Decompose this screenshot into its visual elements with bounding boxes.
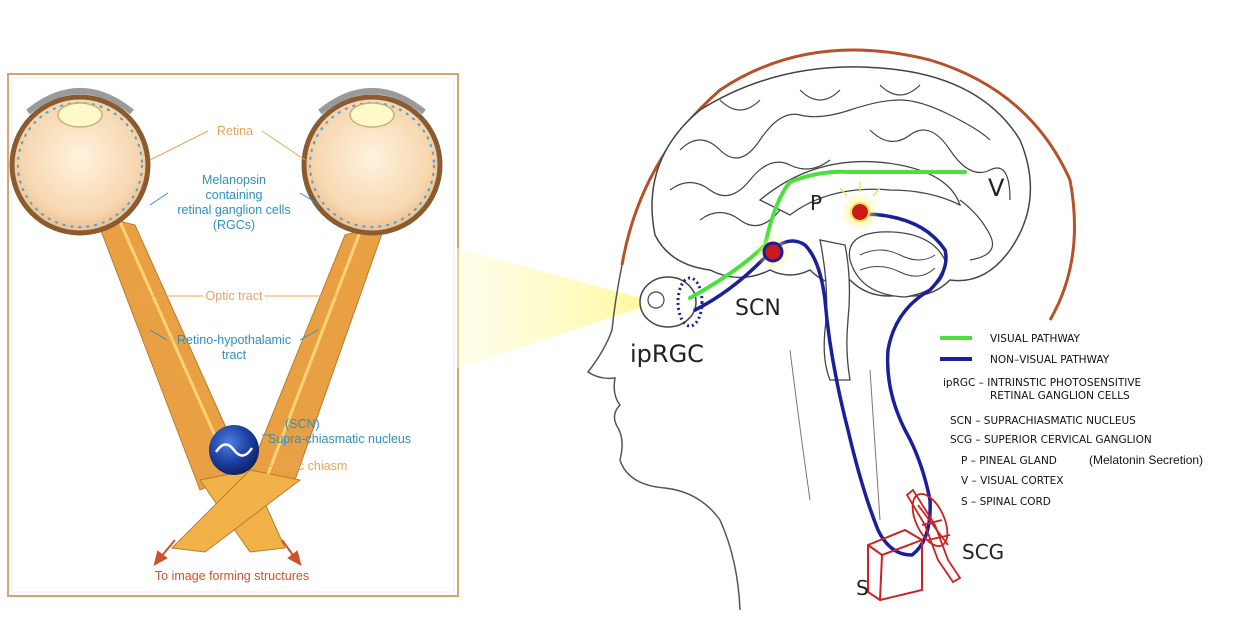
legend-scn-label: SCN – SUPRACHIASMATIC NUCLEUS: [950, 415, 1136, 427]
scn-dot: [764, 243, 782, 261]
head-eye: [640, 277, 702, 327]
legend-v-label: V – VISUAL CORTEX: [961, 475, 1063, 487]
light-beam: [457, 248, 640, 368]
p-label: P: [810, 191, 822, 215]
v-label: V: [988, 174, 1005, 202]
retino-label-1: Retino-hypothalamic: [177, 333, 291, 347]
iprgc-label: ipRGC: [630, 340, 704, 368]
optic-tract-label: Optic tract: [206, 289, 263, 303]
legend-iprgc-label-2: RETINAL GANGLION CELLS: [990, 390, 1130, 402]
scn-label-1: (SCN): [285, 417, 320, 431]
melanopsin-label-3: retinal ganglion cells: [177, 203, 290, 217]
melanopsin-label-2: containing: [206, 188, 263, 202]
image-forming-label: To image forming structures: [155, 569, 309, 583]
spinal-cord-box: [868, 530, 922, 600]
legend-p-extra: (Melatonin Secretion): [1089, 453, 1203, 467]
s-brain-label: S: [856, 576, 869, 600]
scn-label-2: Supra-chiasmatic nucleus: [268, 432, 411, 446]
scg-brain-label: SCG: [962, 540, 1004, 564]
scn-brain-label: SCN: [735, 296, 781, 321]
right-eyeball: [304, 91, 440, 233]
optic-chiasm-label: Optic chiasm: [275, 459, 347, 473]
head-diagram: V P SCN ipRGC SCG S: [588, 50, 1075, 610]
legend-iprgc-label-1: ipRGC – INTRINSTIC PHOTOSENSITIVE: [943, 377, 1141, 389]
melanopsin-label-4: (RGCs): [213, 218, 255, 232]
legend: VISUAL PATHWAY NON–VISUAL PATHWAY ipRGC …: [940, 333, 1203, 508]
legend-scg-label: SCG – SUPERIOR CERVICAL GANGLION: [950, 434, 1152, 446]
eye-panel: Retina Melanopsin containing retinal gan…: [8, 74, 640, 596]
retino-label-2: tract: [222, 348, 247, 362]
melanopsin-label-1: Melanopsin: [202, 173, 266, 187]
retina-label: Retina: [217, 124, 253, 138]
legend-p-label: P – PINEAL GLAND: [961, 455, 1057, 467]
left-eyeball: [12, 91, 148, 233]
scn-sphere: [209, 425, 259, 475]
legend-visual-label: VISUAL PATHWAY: [990, 333, 1081, 345]
pineal-dot: [851, 203, 869, 221]
legend-nonvisual-label: NON–VISUAL PATHWAY: [990, 354, 1110, 366]
legend-s-label: S – SPINAL CORD: [961, 496, 1051, 508]
